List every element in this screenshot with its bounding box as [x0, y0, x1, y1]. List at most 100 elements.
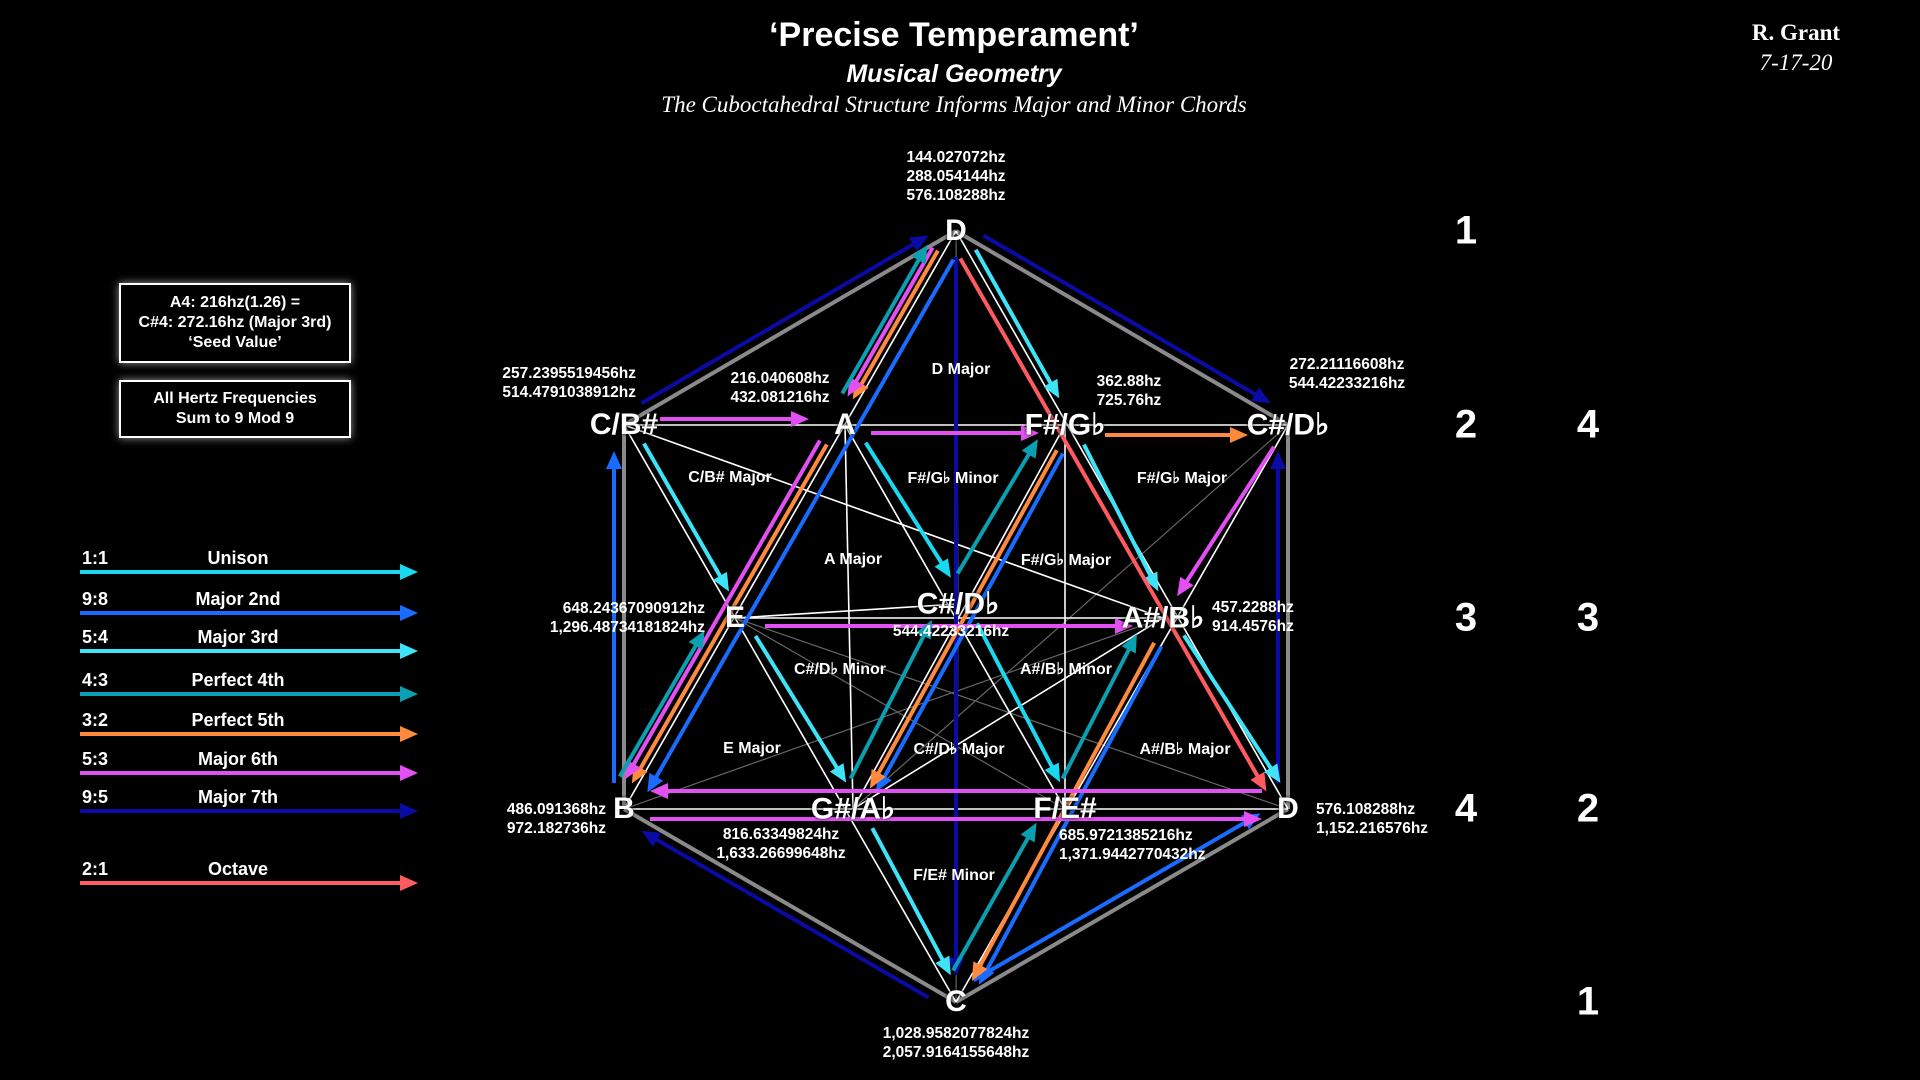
frequency-value: 457.2288hz	[1212, 599, 1294, 616]
note-label-fe: F/E#	[1033, 792, 1097, 825]
date: 7-17-20	[1759, 50, 1833, 75]
major-3rd-arrow	[973, 248, 1060, 399]
frequency-value: 432.081216hz	[730, 389, 830, 406]
frequency-label-c-bottom: 1,028.9582077824hz 2,057.9164155648hz	[883, 1024, 1030, 1062]
major-3rd-arrow	[1082, 443, 1159, 592]
legend-ratio: 5:3	[82, 749, 109, 769]
perfect-4th-arrow	[618, 630, 705, 778]
triangle-edge	[852, 617, 1164, 810]
major-3rd-arrow	[753, 634, 847, 783]
frequency-value: 288.054144hz	[906, 168, 1006, 185]
frequency-value: 216.040608hz	[730, 370, 830, 387]
note-label-ab: A#/B♭	[1121, 601, 1205, 635]
chord-label: E Major	[723, 740, 781, 757]
chord-label: A Major	[823, 551, 883, 568]
chord-label: C/B# Major	[688, 469, 772, 486]
frequency-value: 2,057.9164155648hz	[882, 1044, 1030, 1061]
chord-label: F/E# Minor	[913, 867, 995, 884]
row-number-left: 2	[1454, 402, 1478, 447]
major-7th-arrow	[1270, 451, 1286, 783]
major-6th-arrow	[847, 246, 935, 397]
frequency-label-d-top: 144.027072hz 288.054144hz 576.108288hz	[906, 148, 1005, 205]
legend-ratio: 9:8	[82, 589, 109, 609]
note-label-cd-center: C#/D♭	[916, 587, 1000, 621]
legend-arrow-unison	[80, 564, 418, 580]
major-7th-arrow	[641, 830, 930, 1000]
construction-line	[734, 617, 1066, 810]
perfect-4th-arrow	[951, 822, 1037, 972]
unison-arrow	[863, 441, 951, 578]
hexagon-edge	[622, 807, 958, 1004]
frequency-value: 576.108288hz	[1316, 801, 1416, 818]
octave-arrow	[958, 257, 1267, 792]
frequency-label-cb-left: 257.2395519456hz 514.4791038912hz	[502, 364, 636, 402]
note-label-fg: F#/G♭	[1024, 408, 1106, 442]
frequency-label-a: 216.040608hz 432.081216hz	[730, 369, 829, 407]
frequency-value: 816.63349824hz	[722, 826, 840, 843]
perfect-5th-arrow	[1105, 427, 1248, 443]
triangle-edge	[623, 424, 957, 1003]
frequency-value: 257.2395519456hz	[502, 365, 636, 382]
legend-name: Perfect 4th	[191, 670, 285, 690]
major-2nd-arrow	[647, 258, 956, 793]
frequency-value: 514.4791038912hz	[502, 384, 636, 401]
major-6th-arrow	[765, 618, 1133, 634]
frequency-value: 685.9721385216hz	[1059, 827, 1193, 844]
legend-name: Major 3rd	[197, 627, 279, 647]
legend-ratio: 9:5	[82, 787, 109, 807]
note-label-d-top: D	[945, 214, 967, 247]
author: R. Grant	[1751, 20, 1841, 45]
frequency-value: 576.108288hz	[906, 187, 1006, 204]
legend-arrow-perfect-4th	[80, 686, 418, 702]
row-number-right: 2	[1576, 786, 1600, 831]
frequency-value: 144.027072hz	[906, 149, 1006, 166]
legend-name: Major 2nd	[195, 589, 281, 609]
perfect-4th-arrow	[840, 244, 928, 395]
major-6th-arrow	[1177, 445, 1276, 597]
perfect-4th-arrow	[848, 619, 932, 780]
mod9-box: All Hertz Frequencies Sum to 9 Mod 9	[119, 380, 351, 438]
frequency-value: 1,371.9442770432hz	[1059, 846, 1206, 863]
major-2nd-arrow	[606, 451, 622, 783]
seed-value-box: A4: 216hz(1.26) = C#4: 272.16hz (Major 3…	[119, 283, 351, 363]
construction-line	[852, 424, 1289, 810]
chord-label: C#/D♭ Major	[913, 741, 1005, 758]
mod9-line: All Hertz Frequencies	[153, 390, 317, 407]
chord-label: F#/G♭ Minor	[907, 470, 999, 487]
row-number-left: 1	[1454, 208, 1478, 253]
legend-name: Unison	[207, 548, 269, 568]
frequency-value: 1,296.48734181824hz	[549, 619, 705, 636]
seed-line: C#4: 272.16hz (Major 3rd)	[138, 314, 332, 331]
major-3rd-arrow	[870, 827, 951, 976]
legend-ratio: 2:1	[82, 859, 109, 879]
frequency-value: 544.42233216hz	[892, 623, 1010, 640]
triangle-edge	[623, 230, 957, 810]
note-label-ga: G#/A♭	[810, 792, 896, 826]
frequency-value: 1,028.9582077824hz	[882, 1025, 1030, 1042]
chord-label: F#/G♭ Major	[1136, 470, 1228, 487]
perfect-5th-arrow	[869, 449, 1059, 789]
triangle-edge	[852, 424, 1066, 810]
note-label-b: B	[613, 792, 635, 825]
major-6th-arrow	[650, 783, 1262, 799]
legend-name: Perfect 5th	[191, 710, 285, 730]
construction-line	[734, 617, 1289, 810]
hexagon-edge	[622, 229, 958, 427]
note-label-d-right: D	[1277, 792, 1299, 825]
frequency-value: 972.182736hz	[506, 820, 606, 837]
major-3rd-arrow	[642, 442, 729, 592]
row-number-right: 4	[1576, 402, 1600, 447]
note-label-c-bottom: C	[945, 985, 967, 1018]
hexagon-edge	[954, 807, 1290, 1004]
triangle-edge	[623, 424, 1164, 619]
chord-label: A#/B♭ Minor	[1020, 661, 1112, 678]
legend-ratio: 4:3	[82, 670, 109, 690]
